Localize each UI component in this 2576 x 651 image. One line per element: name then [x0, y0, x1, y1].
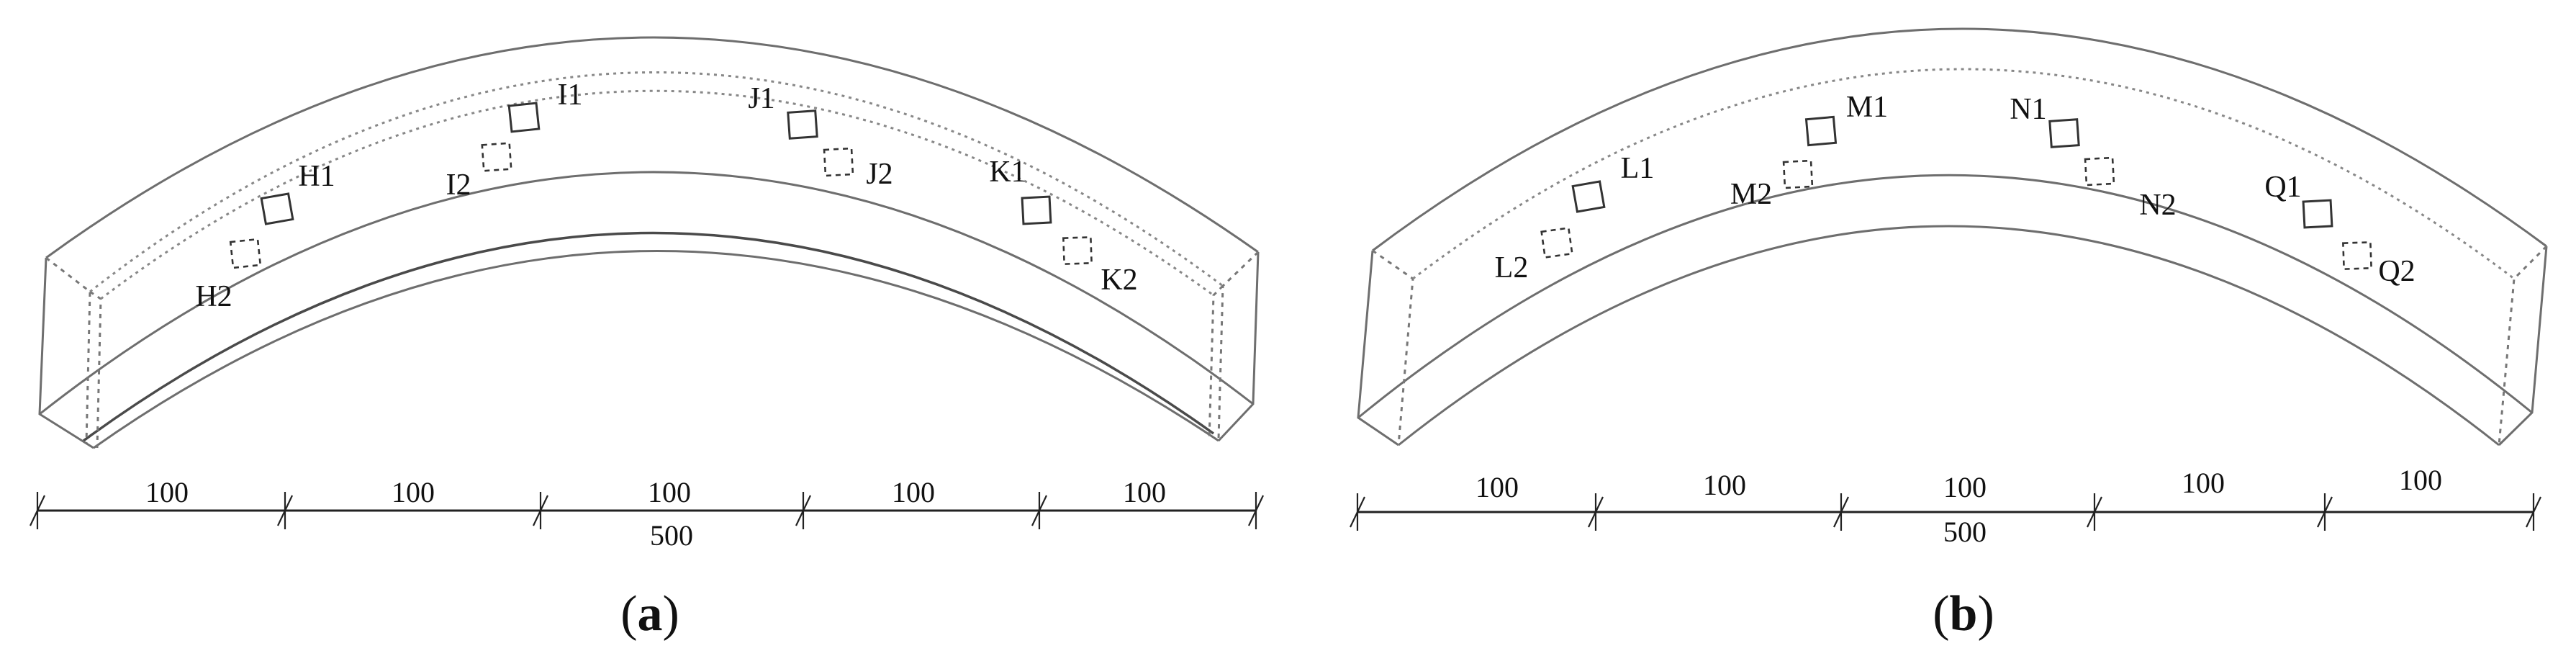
beam-a-left-hidden-1 [45, 256, 91, 444]
dimension-a-segment-1: 100 [145, 476, 189, 508]
gauge-n2-marker [2084, 156, 2115, 187]
panel-b: L1 L2 M1 M2 N1 N2 Q1 Q2 [1350, 27, 2548, 642]
beam-b-soffit-edge [1398, 225, 2500, 446]
beam-b-outer-top-edge [1372, 27, 2547, 252]
gauge-m2-label: M2 [1730, 178, 1772, 211]
dimension-a-segment-4: 100 [892, 476, 935, 508]
beam-a-right-hidden-2 [1208, 284, 1224, 441]
curved-beam-a [38, 36, 1260, 449]
dimension-a-segment-2: 100 [392, 476, 435, 508]
beam-b-inner-edge [1357, 174, 2533, 419]
gauge-i2-marker [481, 142, 512, 172]
gauge-i1-marker [507, 102, 541, 133]
panel-a-caption: (a) [620, 586, 679, 642]
gauge-i1-label: I1 [558, 78, 583, 112]
beam-a-soffit-edge-2 [93, 250, 1219, 449]
beam-a-inner-edge [39, 171, 1254, 416]
beam-b-rebar-line [1412, 68, 2515, 280]
gauge-h2-marker [229, 238, 262, 269]
gauge-m1-marker [1804, 115, 1838, 147]
gauge-q1-marker [2302, 199, 2333, 229]
gauge-h1-label: H1 [298, 160, 335, 193]
beam-a-rebar-line-2 [100, 89, 1214, 300]
gauge-l1-marker [1571, 180, 1606, 213]
dimension-a-segment-5: 100 [1123, 476, 1166, 508]
beam-b-right-end [2498, 246, 2548, 446]
dimension-b-total: 500 [1943, 516, 1987, 548]
gauge-j1-marker [787, 109, 818, 140]
dimension-a-ticks [30, 492, 1264, 529]
dimension-line-a: 100 100 100 100 100 500 [30, 476, 1264, 552]
beam-a-rebar-line-1 [89, 71, 1224, 293]
gauge-n1-marker [2048, 118, 2080, 148]
curved-beam-b [1357, 27, 2548, 446]
gauge-q2-label: Q2 [2378, 255, 2415, 288]
dimension-b-segment-4: 100 [2182, 467, 2225, 499]
gauge-k1-marker [1021, 195, 1052, 225]
beam-a-soffit-edge-1 [82, 231, 1215, 442]
beam-b-right-hidden [2498, 245, 2548, 446]
gauge-l2-label: L2 [1495, 251, 1529, 284]
gauge-k2-marker [1062, 236, 1093, 265]
gauge-k2-label: K2 [1101, 264, 1137, 297]
beam-b-left-hidden [1372, 249, 1414, 446]
dimension-b-segment-3: 100 [1943, 471, 1987, 503]
gauge-h2-label: H2 [195, 280, 232, 313]
dimension-line-b: 100 100 100 100 100 500 [1350, 464, 2541, 548]
dimension-a-segment-3: 100 [648, 476, 691, 508]
gauge-q1-label: Q1 [2264, 171, 2301, 204]
gauge-l1-label: L1 [1621, 152, 1655, 185]
gauge-h1-marker [260, 192, 294, 225]
dimension-b-segment-1: 100 [1475, 471, 1519, 503]
gauges-a: H1 H2 I1 I2 J1 J2 K1 K2 [195, 78, 1137, 313]
beam-a-right-hidden-1 [1217, 251, 1260, 440]
panel-b-caption: (b) [1933, 586, 1994, 642]
gauge-j2-label: J2 [866, 158, 892, 191]
panel-a: H1 H2 I1 I2 J1 J2 K1 K2 [30, 36, 1264, 642]
dimension-a-total: 500 [650, 519, 693, 552]
gauge-k1-label: K1 [989, 156, 1026, 189]
gauge-n1-label: N1 [2010, 93, 2046, 126]
beam-b-left-end [1357, 250, 1399, 446]
gauge-i2-label: I2 [446, 169, 471, 202]
beam-a-right-end [1217, 251, 1260, 442]
gauge-q2-marker [2342, 241, 2372, 270]
gauge-j2-marker [823, 147, 854, 177]
dimension-b-ticks [1350, 493, 2541, 531]
beam-a-outer-top-edge [45, 36, 1259, 259]
dimension-b-segment-5: 100 [2399, 464, 2442, 496]
gauge-j1-label: J1 [748, 82, 774, 115]
beam-a-left-end [38, 257, 94, 449]
gauge-m1-label: M1 [1846, 91, 1888, 124]
dimension-b-segment-2: 100 [1703, 469, 1746, 501]
gauge-n2-label: N2 [2139, 189, 2176, 222]
gauge-l2-marker [1540, 227, 1573, 259]
gauges-b: L1 L2 M1 M2 N1 N2 Q1 Q2 [1495, 91, 2415, 288]
gauge-m2-marker [1782, 159, 1814, 189]
